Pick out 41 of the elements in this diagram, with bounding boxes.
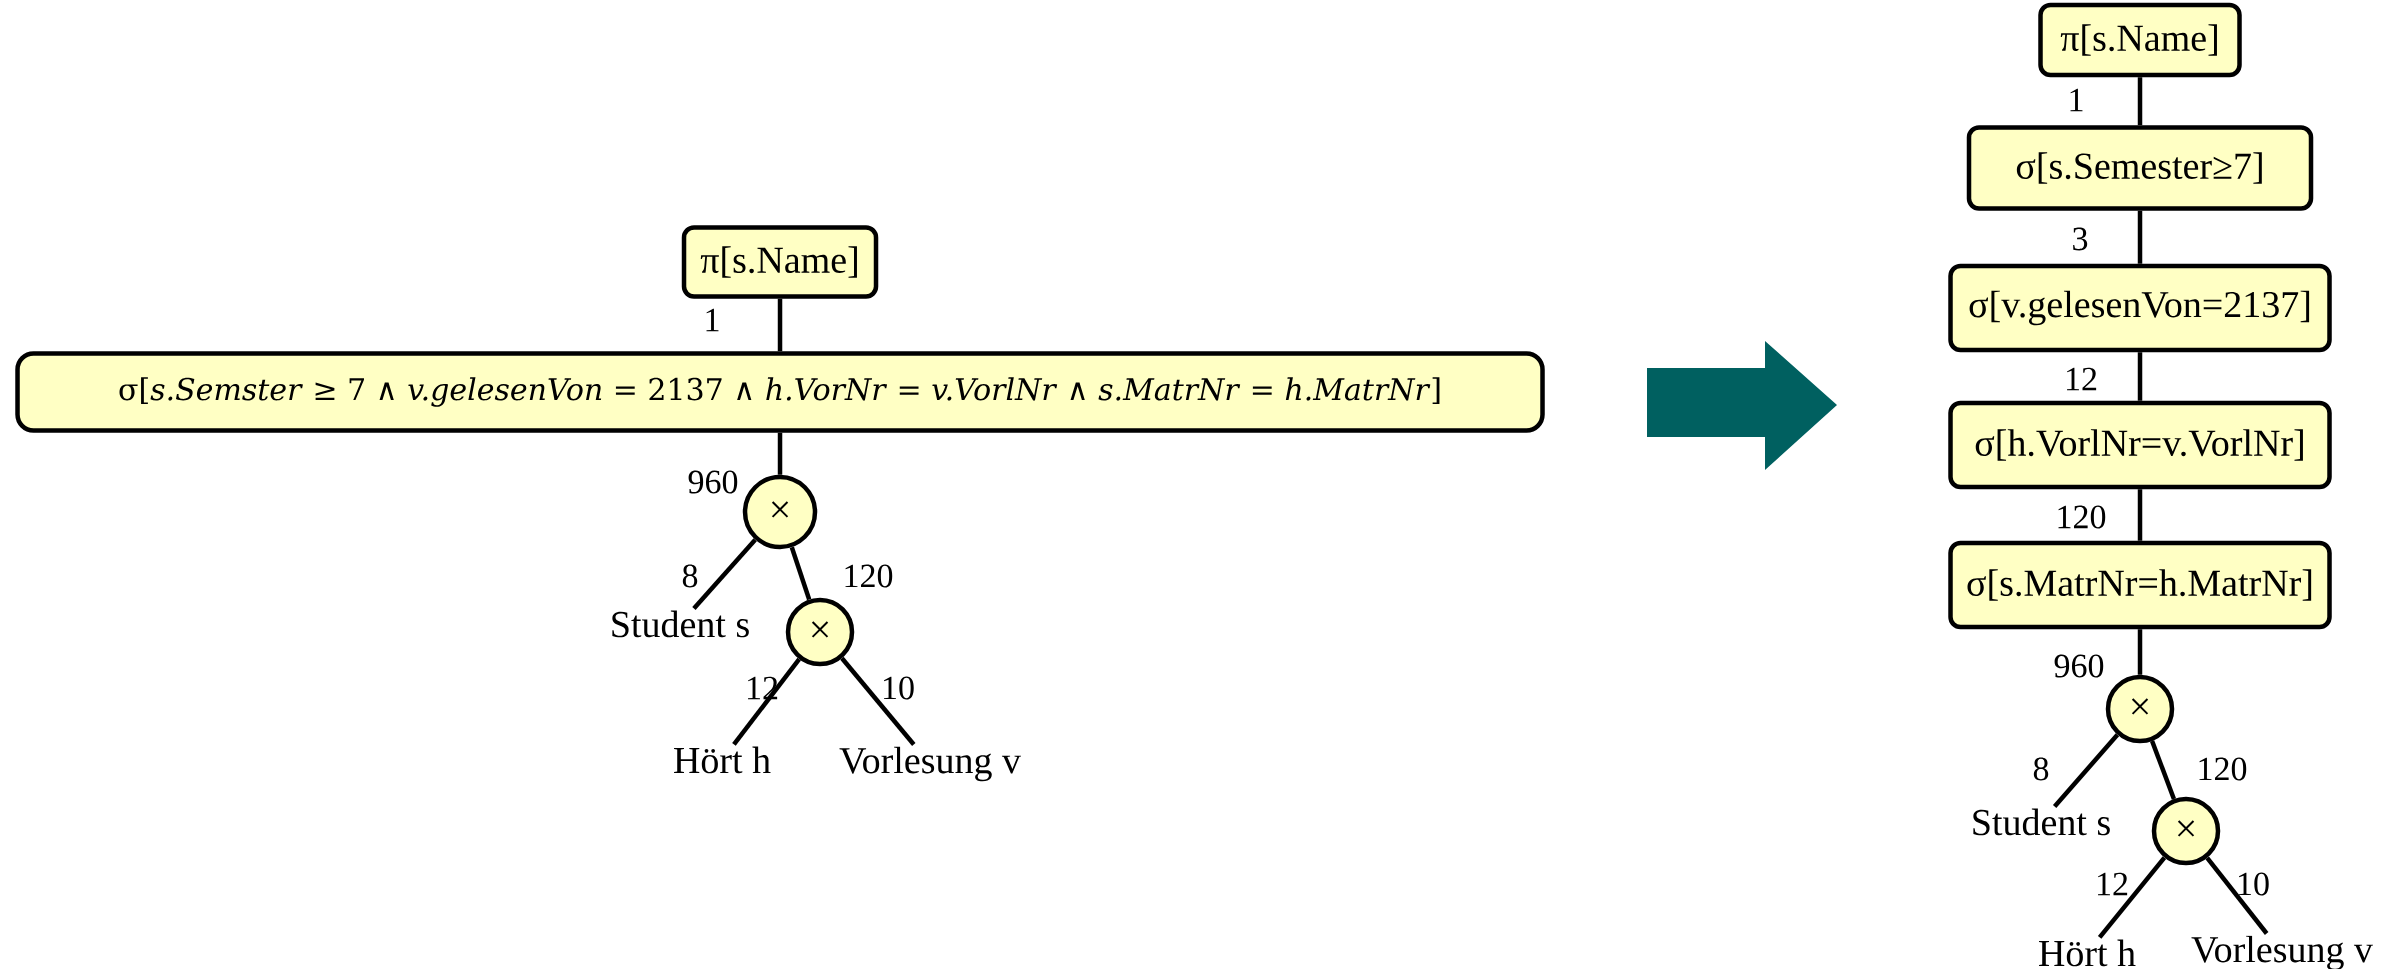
tree-line [2137,629,2143,675]
tree-line [2097,856,2167,939]
tree-line [777,432,783,475]
cardinality-label: 10 [2239,872,2269,896]
cardinality-label: 120 [845,564,893,588]
operator-box: π[s.Name] [681,225,879,299]
cardinality-label: 8 [2033,757,2049,781]
tree-line [2137,352,2143,401]
cardinality-label: 120 [2058,505,2106,529]
operator-box: σ[s.Semester≥7] [1966,125,2314,211]
tree-line [732,657,801,746]
tree-line [2137,489,2143,541]
operator-box: σ[s.MatrNr=h.MatrNr] [1948,540,2332,630]
tree-line [2052,733,2120,808]
tree-line [789,546,812,601]
operator-box: π[s.Name] [2038,2,2242,78]
tree-line [777,298,783,352]
relation-label: Student s [612,610,749,638]
relation-label: Hört h [2039,939,2136,967]
cardinality-label: 10 [884,676,914,700]
cardinality-label: 8 [682,564,698,588]
tree-line [840,656,916,746]
cardinality-label: 1 [2070,88,2083,112]
tree-line [2150,740,2177,800]
relation-label: Vorlesung v [839,746,1021,782]
relation-label: Student s [1973,808,2110,836]
operator-box: σ[h.VorlNr=v.VorlNr] [1948,400,2332,490]
cardinality-label: 12 [2067,367,2097,391]
cardinality-label: 960 [2054,654,2104,678]
tree-line [2205,856,2269,935]
cardinality-label: 960 [688,470,738,494]
cardinality-label: 1 [706,308,719,332]
cardinality-label: 12 [2098,872,2128,896]
tree-line [2137,210,2143,264]
relation-label: Hört h [674,746,771,774]
tree-line [2137,77,2143,126]
operator-box: σ[v.gelesenVon=2137] [1948,263,2332,353]
tree-line [692,538,757,610]
cardinality-label: 3 [2073,227,2088,251]
cardinality-label: 120 [2199,757,2247,781]
operator-box: σ[s.Semster ≥ 7 ∧ v.gelesenVon = 2137 ∧ h.VorNr = v.VorlNr ∧ s.MatrNr = h.MatrNr] [15,351,1545,433]
